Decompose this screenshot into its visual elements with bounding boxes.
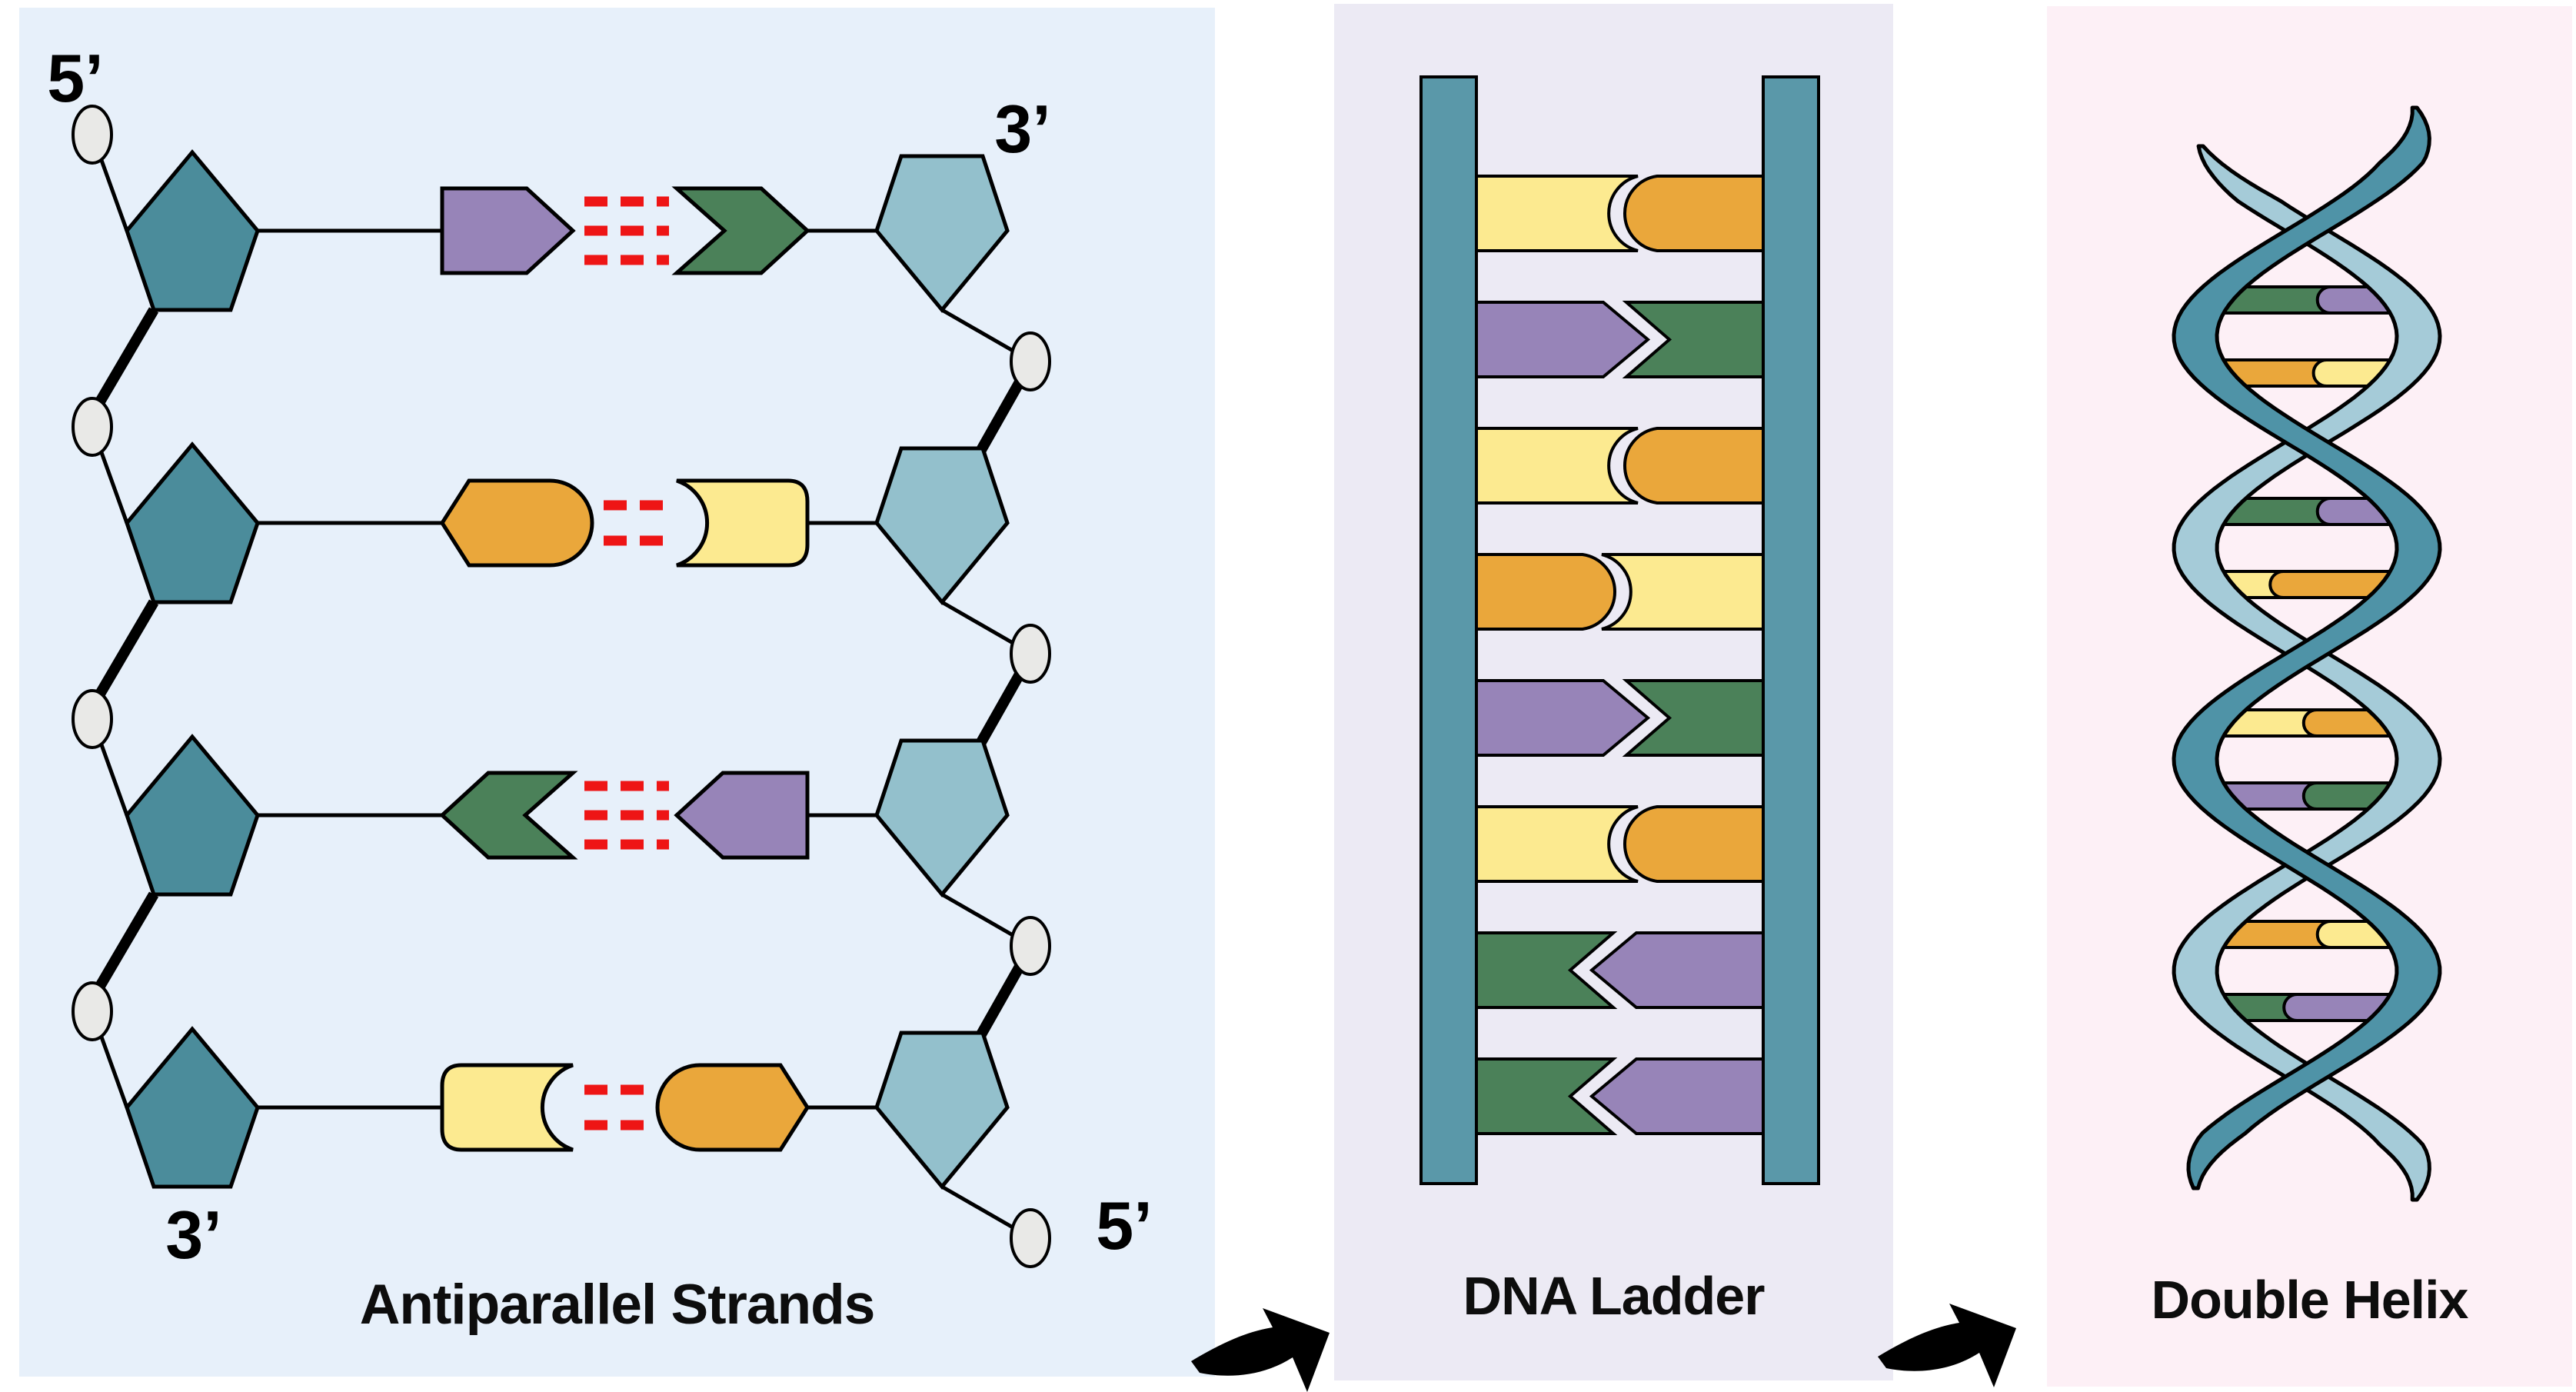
dna-ladder-title: DNA Ladder <box>1463 1266 1766 1326</box>
base-purple-right <box>674 771 810 860</box>
phosphate-circle-right <box>1010 331 1051 391</box>
antiparallel-strands-drawing <box>72 105 1051 1268</box>
label-five-prime-top-left: 5’ <box>47 40 104 116</box>
backbone-left-thick <box>88 307 159 415</box>
base-purple-left <box>440 186 576 275</box>
ladder-rung-yellow-left <box>1475 805 1639 883</box>
ladder-rung-orange-right <box>1622 805 1765 883</box>
ladder-rung-purple-left <box>1475 679 1651 757</box>
label-three-prime-top-right: 3’ <box>994 91 1051 167</box>
phosphate-circle-right <box>1010 1208 1051 1268</box>
phosphate-circle-left <box>72 981 113 1041</box>
ladder-rung-yellow-left <box>1475 427 1639 505</box>
label-five-prime-bottom-right: 5’ <box>1096 1187 1153 1264</box>
sugar-pentagon-right <box>874 738 1010 897</box>
antiparallel-strands-title: Antiparallel Strands <box>359 1274 876 1336</box>
backbone-left-thick <box>88 891 159 1000</box>
ladder-rung-green-left <box>1475 1057 1618 1135</box>
double-helix-drawing <box>2172 105 2442 1202</box>
helix-back-strand <box>2172 144 2442 1202</box>
arrow-ladder-to-helix <box>1878 1304 2016 1387</box>
ladder-rung-orange-right <box>1622 427 1765 505</box>
ladder-rung-green-left <box>1475 931 1618 1009</box>
backbone-left-thick <box>88 599 159 708</box>
double-helix-title: Double Helix <box>2151 1270 2469 1330</box>
phosphate-circle-left <box>72 397 113 457</box>
ladder-rung-purple-left <box>1475 301 1651 378</box>
panel-dna-ladder: DNA Ladder <box>1334 4 1893 1380</box>
phosphate-circle-left <box>72 689 113 749</box>
ladder-rung-orange-right <box>1622 175 1765 252</box>
panel-double-helix: Double Helix <box>2047 6 2572 1387</box>
ladder-left-rail <box>1419 75 1478 1185</box>
base-yellow-left <box>440 1063 574 1152</box>
sugar-pentagon-left <box>125 149 260 312</box>
base-orange-left <box>440 478 594 568</box>
ladder-right-rail <box>1762 75 1820 1185</box>
base-yellow-right <box>676 478 810 568</box>
ladder-rung-orange-left <box>1475 553 1617 631</box>
sugar-pentagon-left <box>125 734 260 897</box>
base-green-left <box>439 771 578 860</box>
phosphate-circle-right <box>1010 624 1051 684</box>
ladder-rung-purple-right <box>1589 1057 1765 1135</box>
ladder-rung-green-right <box>1622 301 1765 378</box>
sugar-pentagon-left <box>125 1026 260 1189</box>
label-three-prime-bottom-left: 3’ <box>165 1197 222 1273</box>
sugar-pentagon-right <box>874 446 1010 605</box>
sugar-pentagon-left <box>125 441 260 604</box>
dna-ladder-drawing <box>1419 75 1820 1185</box>
ladder-rung-yellow-right <box>1601 553 1765 631</box>
phosphate-circle-right <box>1010 916 1051 976</box>
base-green-right <box>671 186 810 275</box>
ladder-rung-purple-right <box>1589 931 1765 1009</box>
base-orange-right <box>655 1063 810 1152</box>
sugar-pentagon-right <box>874 1031 1010 1190</box>
panel-antiparallel-strands: 5’ 3’ 3’ 5’ Antiparallel Strands <box>19 8 1215 1377</box>
sugar-pentagon-right <box>874 154 1010 313</box>
ladder-rung-green-right <box>1622 679 1765 757</box>
phosphate-circle-left <box>72 105 113 165</box>
ladder-rung-yellow-left <box>1475 175 1639 252</box>
helix-front-strand <box>2172 105 2442 1191</box>
